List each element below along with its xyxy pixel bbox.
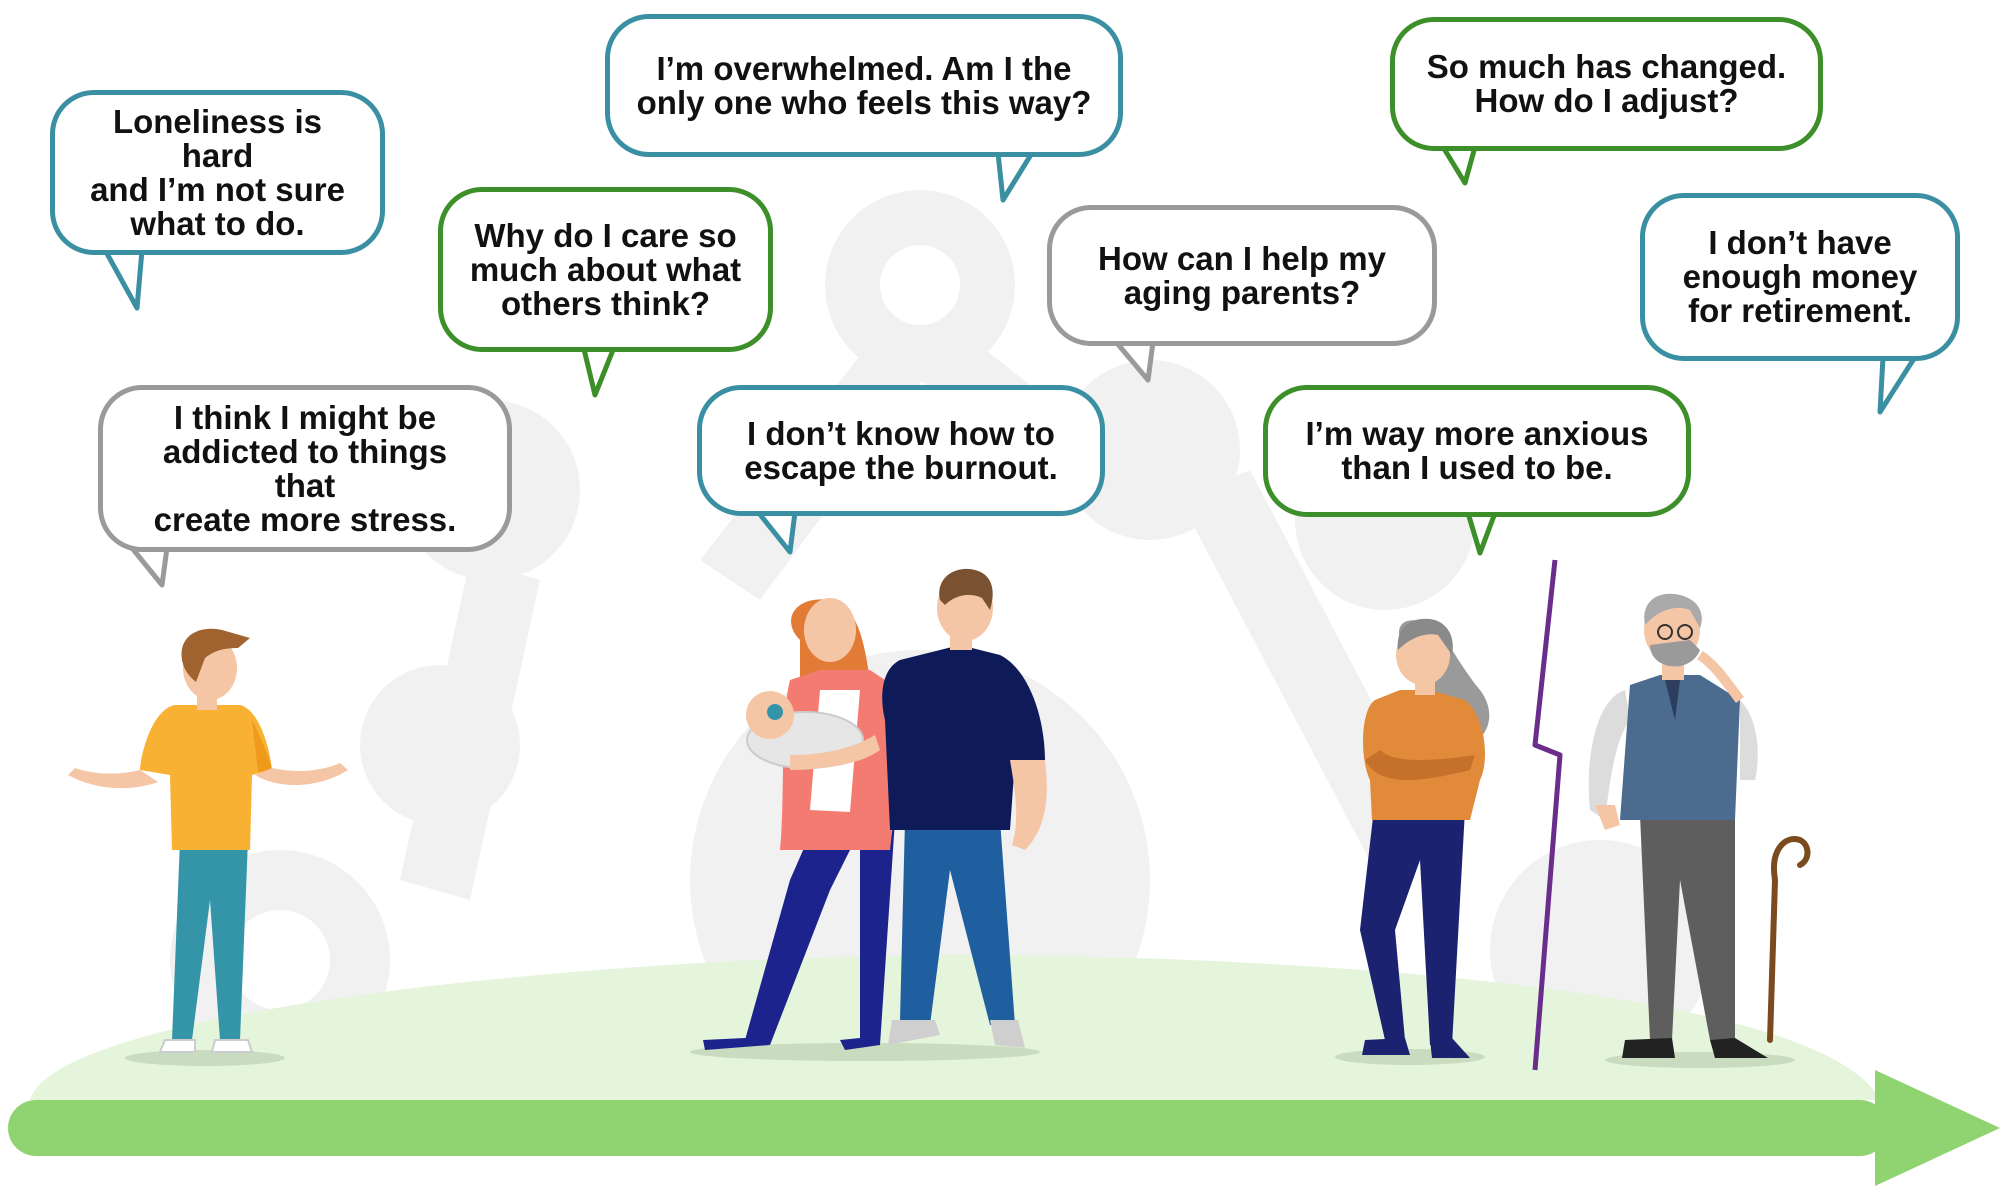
speech-bubble-loneliness: Loneliness is hard and I’m not sure what… <box>50 90 385 255</box>
bubble-text: I think I might be addicted to things th… <box>153 398 457 538</box>
speech-bubble-parents: How can I help my aging parents? <box>1047 205 1437 346</box>
bubble-text: I don’t know how to escape the burnout. <box>744 414 1058 486</box>
tail-anxious <box>1465 512 1498 556</box>
bubble-text: Loneliness is hard and I’m not sure what… <box>90 102 345 242</box>
divider-lightning-line <box>1532 559 1563 1071</box>
speech-bubble-anxious: I’m way more anxious than I used to be. <box>1263 385 1691 517</box>
man-navy-shirt-icon <box>882 568 1047 1048</box>
tail-changed <box>1440 145 1478 186</box>
speech-bubble-money: I don’t have enough money for retirement… <box>1640 193 1960 361</box>
bubble-text: How can I help my aging parents? <box>1098 239 1386 311</box>
speech-bubble-addicted: I think I might be addicted to things th… <box>98 385 512 552</box>
timeline-arrow-head <box>1875 1070 2000 1186</box>
shadow-family <box>690 1043 1040 1061</box>
bubble-text: I’m way more anxious than I used to be. <box>1305 415 1649 486</box>
tail-care <box>580 344 618 398</box>
bubble-text: I’m overwhelmed. Am I the only one who f… <box>636 49 1092 121</box>
tail-parents <box>1114 340 1156 383</box>
couple-with-baby-icon <box>703 598 904 1050</box>
timeline-arrow-shaft <box>8 1100 1888 1156</box>
speech-bubble-overwhelmed: I’m overwhelmed. Am I the only one who f… <box>605 14 1123 157</box>
elderly-man-with-cane-icon <box>1588 593 1811 1058</box>
shadow-young-man <box>125 1050 285 1066</box>
tail-addicted <box>130 546 170 588</box>
tail-money <box>1877 355 1918 415</box>
tail-burnout <box>756 510 798 555</box>
bubble-text: I don’t have enough money for retirement… <box>1682 224 1918 329</box>
speech-bubble-changed: So much has changed. How do I adjust? <box>1390 17 1823 151</box>
speech-bubble-burnout: I don’t know how to escape the burnout. <box>697 385 1105 516</box>
bubble-text: So much has changed. How do I adjust? <box>1426 48 1787 119</box>
tail-overwhelmed <box>995 151 1035 203</box>
woman-arms-crossed-icon <box>1360 618 1490 1058</box>
tail-loneliness <box>102 248 145 311</box>
speech-bubble-care: Why do I care so much about what others … <box>438 187 773 352</box>
young-man-shrugging-icon <box>68 628 348 1053</box>
bubble-text: Why do I care so much about what others … <box>469 216 742 322</box>
